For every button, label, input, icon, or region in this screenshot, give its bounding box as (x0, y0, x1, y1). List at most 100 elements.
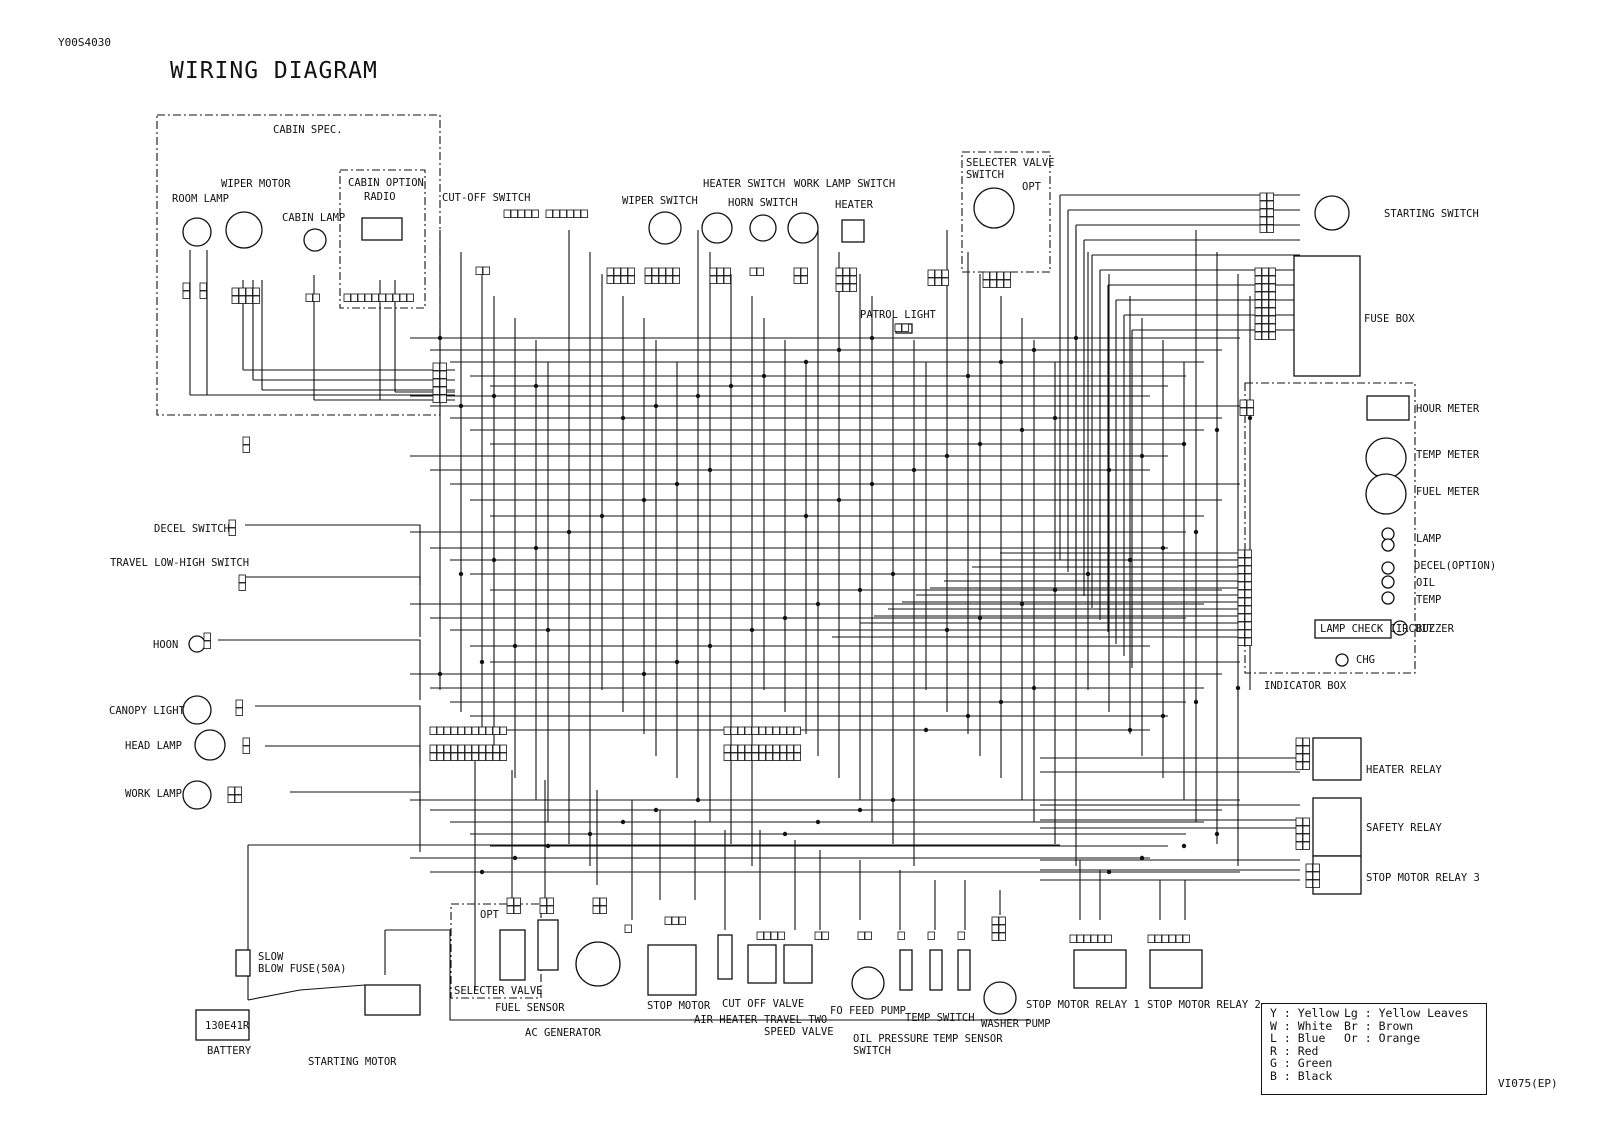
connector-housing (1302, 833, 1310, 842)
indicator-lamp-icon (1381, 575, 1395, 589)
junction-dot (890, 797, 896, 803)
connector-housing (1295, 737, 1303, 746)
connector-housing (343, 293, 351, 302)
left-component-wire (265, 745, 421, 806)
junction-dot (545, 627, 551, 633)
connector-housing (627, 267, 635, 276)
junction-dot (965, 713, 971, 719)
canopy-light-icon (182, 695, 212, 725)
washer-pump-icon (983, 981, 1017, 1015)
connector-housing (392, 293, 400, 302)
connector-housing (723, 275, 731, 284)
connector-housing (429, 744, 437, 753)
connector-housing (531, 209, 539, 218)
starting-motor-icon (364, 984, 421, 1016)
connector-housing (982, 271, 990, 280)
junction-dot (641, 497, 647, 503)
connector-housing (457, 726, 465, 735)
connector-housing (378, 293, 386, 302)
hour-meter-label: HOUR METER (1416, 403, 1480, 415)
connector-housing (1237, 573, 1245, 582)
connector-housing (1237, 597, 1245, 606)
connector-housing (478, 744, 486, 753)
connector-housing (573, 209, 581, 218)
cabin-spec-caption: CABIN SPEC. (273, 124, 343, 136)
junction-dot (890, 571, 896, 577)
connector-housing (1302, 745, 1310, 754)
connector-housing (606, 275, 614, 284)
connector-housing (793, 275, 801, 284)
connector-housing (1254, 331, 1262, 340)
connector-housing (730, 752, 738, 761)
connector-housing (1266, 200, 1274, 209)
connector-housing (1261, 267, 1269, 276)
connector-housing (1295, 825, 1303, 834)
heater-label: HEATER (835, 199, 874, 211)
connector-housing (1268, 315, 1276, 324)
connector-housing (998, 916, 1006, 925)
connector-housing (1090, 934, 1098, 943)
connector-housing (580, 209, 588, 218)
connector-housing (1259, 192, 1267, 201)
cabin-spec-frame (156, 114, 441, 416)
connector-housing (592, 897, 600, 906)
connector-housing (238, 582, 246, 591)
fuel-meter-icon (1365, 473, 1407, 515)
connector-housing (744, 726, 752, 735)
radio-label: RADIO (364, 191, 396, 203)
connector-housing (678, 916, 686, 925)
connector-housing (751, 726, 759, 735)
connector-housing (1254, 307, 1262, 316)
connector-housing (737, 726, 745, 735)
connector-housing (991, 932, 999, 941)
lamp-check-circuit-label: LAMP CHECK CIRCUIT (1320, 623, 1434, 635)
legend-entry: R : Red (1270, 1043, 1319, 1058)
room-lamp-label: ROOM LAMP (172, 193, 229, 205)
connector-housing (665, 275, 673, 284)
junction-dot (674, 659, 680, 665)
oil-pressure-switch-label: SWITCH (853, 1045, 891, 1057)
connector-housing (786, 726, 794, 735)
junction-dot (1127, 557, 1133, 563)
connector-housing (716, 275, 724, 284)
travel-two-speed-valve-label: TRAVEL TWO (764, 1014, 827, 1026)
head-lamp-icon (194, 729, 226, 761)
connector-housing (1244, 549, 1252, 558)
connector-housing (238, 287, 246, 296)
connector-housing (730, 726, 738, 735)
stop-motor-relay-1-label: STOP MOTOR RELAY 1 (1026, 999, 1140, 1011)
connector-housing (758, 744, 766, 753)
decel-switch-label: DECEL SWITCH (154, 523, 230, 535)
connector-housing (385, 293, 393, 302)
connector-housing (475, 266, 483, 275)
junction-dot (1139, 855, 1145, 861)
junction-dot (437, 335, 443, 341)
connector-housing (1237, 589, 1245, 598)
junction-dot (815, 819, 821, 825)
junction-dot (587, 831, 593, 837)
connector-housing (485, 744, 493, 753)
fo-feed-pump-label: FO FEED PUMP (830, 1005, 906, 1017)
stop-motor-icon (647, 944, 697, 996)
stop-motor-relay-3-label: STOP MOTOR RELAY 3 (1366, 872, 1480, 884)
work-lamp-icon (182, 780, 212, 810)
connector-housing (235, 699, 243, 708)
connector-housing (1254, 299, 1262, 308)
connector-housing (464, 744, 472, 753)
connector-housing (613, 275, 621, 284)
starting-switch-label: STARTING SWITCH (1384, 208, 1479, 220)
wiper-motor-label: WIPER MOTOR (221, 178, 291, 190)
connector-housing (439, 386, 447, 395)
junction-dot (533, 383, 539, 389)
connector-housing (406, 293, 414, 302)
junction-dot (479, 659, 485, 665)
connector-housing (849, 267, 857, 276)
connector-housing (770, 931, 778, 940)
connector-housing (1259, 208, 1267, 217)
connector-housing (894, 323, 902, 332)
connector-housing (350, 293, 358, 302)
connector-housing (510, 209, 518, 218)
connector-housing (772, 726, 780, 735)
connector-housing (242, 444, 250, 453)
connector-housing (312, 293, 320, 302)
